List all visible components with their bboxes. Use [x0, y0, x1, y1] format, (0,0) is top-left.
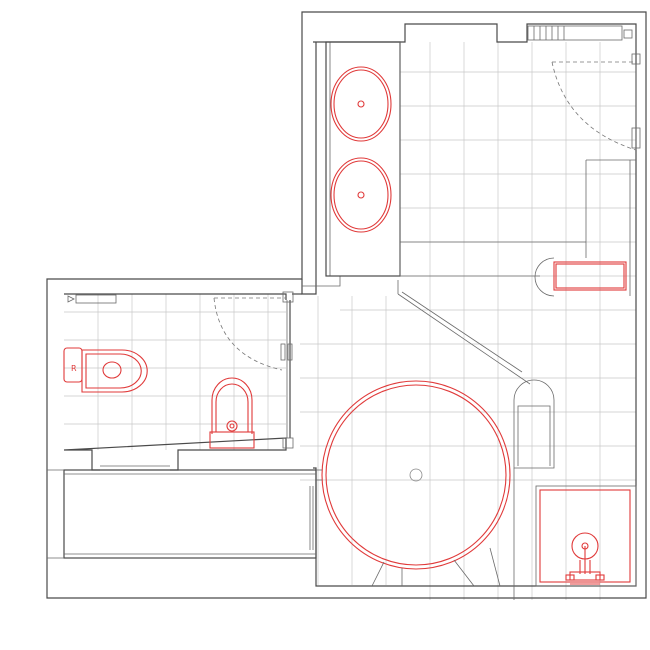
diagonal-partition — [397, 280, 531, 385]
main-tile-grid — [300, 42, 636, 600]
upper-partition — [585, 159, 636, 296]
left-wall-detail — [47, 469, 64, 559]
wc-inner-wall — [63, 293, 287, 471]
wc-door — [213, 291, 294, 449]
closet — [63, 465, 317, 559]
shower-mixer — [565, 571, 605, 585]
radiator — [527, 25, 633, 41]
main-room-inner-wall — [313, 23, 637, 587]
bidet — [209, 377, 255, 449]
central-wall — [292, 42, 341, 295]
shower-tray — [535, 485, 637, 587]
wc-tile-grid — [64, 294, 286, 450]
towel-rail — [534, 257, 627, 297]
toilet: R — [63, 347, 148, 393]
vanity-counter — [325, 41, 586, 277]
double-vanity-basin-upper — [330, 66, 392, 142]
wc-towel-rail — [67, 294, 117, 304]
main-bathroom-door — [551, 53, 641, 151]
double-vanity-basin-lower — [330, 157, 392, 233]
round-bathtub — [316, 380, 511, 587]
shower-niche — [513, 379, 555, 600]
toilet-tank-mark: R — [71, 364, 77, 373]
outer-wall — [46, 11, 647, 599]
